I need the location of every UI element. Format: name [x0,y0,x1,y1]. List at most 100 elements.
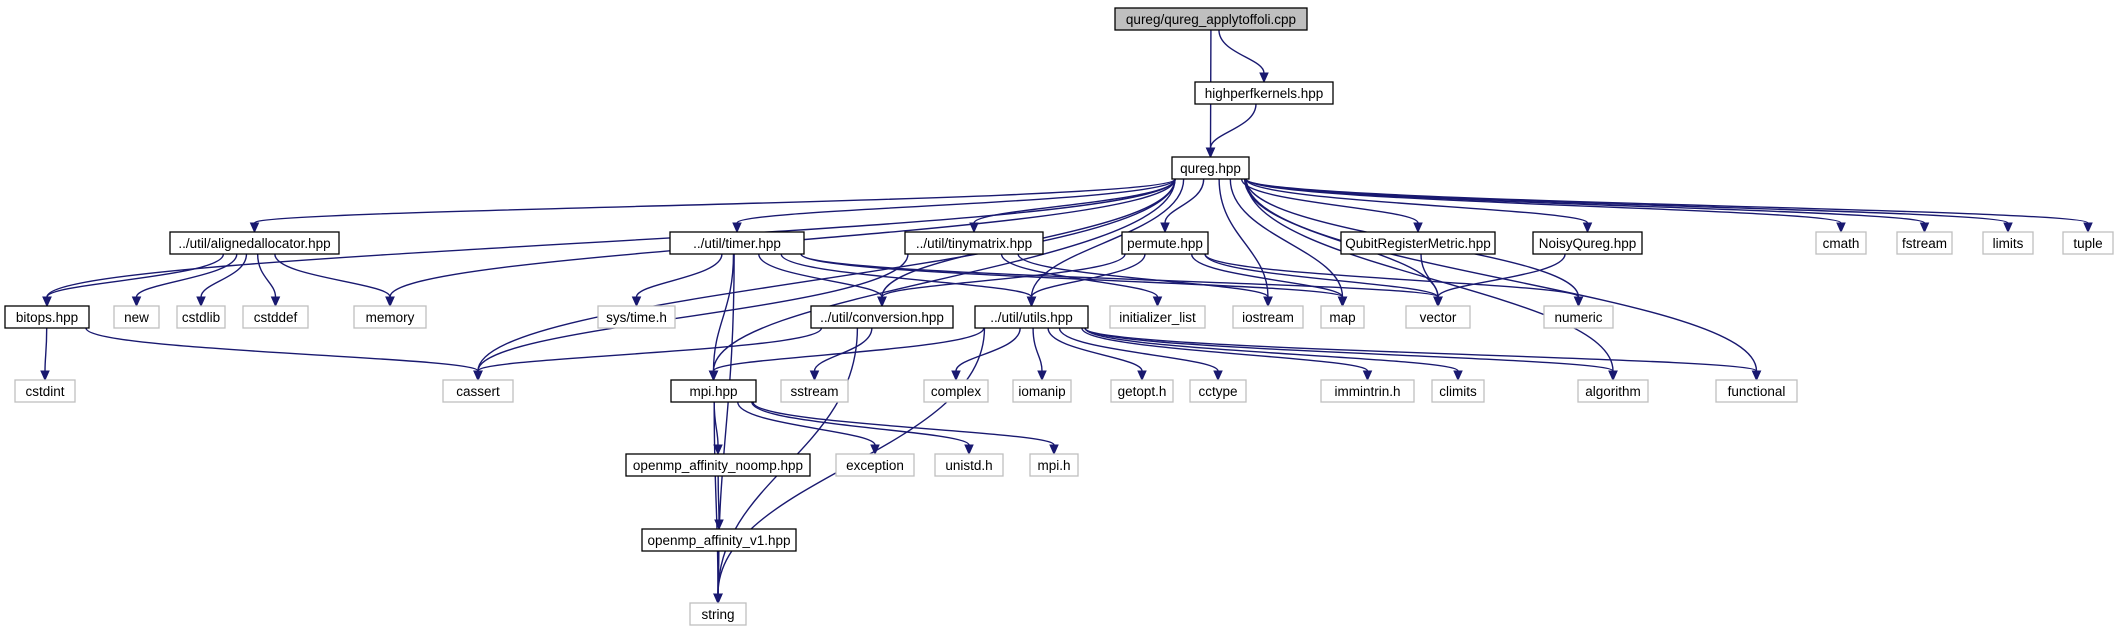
edge-arrowhead [385,296,395,308]
edge-utils-to-algorithm [1084,327,1618,382]
node-box [1194,81,1334,105]
node-box [1121,231,1209,255]
node-label: NoisyQureg.hpp [1539,236,1637,251]
graph-nodes: qureg/qureg_applytoffoli.cpp highperfkern… [4,7,2114,626]
node-label: unistd.h [945,458,992,473]
edge-arrowhead [964,444,974,456]
node-label: string [701,607,734,622]
edge-line [780,253,1033,298]
node-box [1896,231,1953,255]
node-mpih: mpi.h [1029,453,1079,477]
node-cstdlib: cstdlib [176,305,226,329]
edge-bitops-to-cassert [85,327,483,382]
edge-arrowhead [713,593,723,605]
edge-aligned-to-memory [274,253,395,308]
edge-arrowhead [1751,370,1762,382]
node-aligned[interactable]: ../util/alignedallocator.hpp [169,231,340,255]
edge-line [717,550,720,595]
node-tiny[interactable]: ../util/tinymatrix.hpp [904,231,1044,255]
edge-line [1058,327,1219,372]
node-timer[interactable]: ../util/timer.hpp [669,231,805,255]
node-box [1715,379,1798,403]
edge-arrowhead [1919,222,1930,234]
edge-permute-to-conv [877,253,1126,308]
edge-line [751,401,970,446]
edge-arrowhead [1213,370,1223,382]
edge-line [1032,327,1043,372]
node-label: openmp_affinity_v1.hpp [647,533,790,548]
edge-tiny-to-iostream [1017,253,1273,308]
node-label: ../util/utils.hpp [990,310,1073,325]
edge-arrowhead [969,222,979,234]
edge-line [1084,327,1459,372]
node-label: highperfkernels.hpp [1205,86,1324,101]
edge-line [712,253,735,372]
edge-arrowhead [713,444,723,456]
node-label: memory [366,310,415,325]
edge-arrowhead [1160,222,1170,234]
edge-arrowhead [131,296,142,308]
node-box [923,379,989,403]
edge-line [752,401,1055,446]
node-label: ../util/alignedallocator.hpp [178,236,330,251]
edge-arrowhead [1453,370,1463,382]
edge-arrowhead [1259,72,1269,84]
edge-arrowhead [473,370,483,382]
node-label: ../util/conversion.hpp [820,310,944,325]
edge-qureg-to-timer [732,178,1176,234]
node-label: QubitRegisterMetric.hpp [1345,236,1491,251]
node-mpi[interactable]: mpi.hpp [670,379,757,403]
edge-line [712,178,1176,372]
edge-line [737,401,876,446]
node-label: complex [931,384,982,399]
node-algorithm: algorithm [1577,379,1649,403]
node-box [176,305,226,329]
node-utils[interactable]: ../util/utils.hpp [974,305,1089,329]
edge-qureg-to-qrm [1240,178,1423,234]
node-qureg[interactable]: qureg.hpp [1171,156,1250,180]
node-label: initializer_list [1119,310,1196,325]
edge-line [477,178,1176,372]
edge-aligned-to-cstddef [256,253,281,308]
node-getopt: getopt.h [1110,379,1174,403]
edge-line [1084,327,1758,372]
edge-line [1245,178,2009,224]
edge-line [1030,178,1185,298]
edge-line [1245,178,2089,224]
node-cmath: cmath [1815,231,1867,255]
edge-line [712,327,985,372]
node-label: mpi.hpp [689,384,737,399]
edge-utils-to-cctype [1058,327,1223,382]
edge-utils-to-immintrin [1081,327,1373,382]
edge-line [635,253,723,298]
edge-utils-to-climits [1084,327,1463,382]
node-qrm[interactable]: QubitRegisterMetric.hpp [1340,231,1496,255]
edge-line [46,178,1176,298]
node-box [1109,305,1206,329]
node-noisy[interactable]: NoisyQureg.hpp [1532,231,1643,255]
node-conv[interactable]: ../util/conversion.hpp [810,305,954,329]
node-box [1189,379,1247,403]
node-ompv1[interactable]: openmp_affinity_v1.hpp [641,528,797,552]
node-bitops[interactable]: bitops.hpp [4,305,90,329]
edge-arrowhead [1337,296,1348,308]
node-label: ../util/timer.hpp [693,236,781,251]
edge-arrowhead [1573,296,1584,308]
node-box [113,305,160,329]
edge-line [1218,178,1269,298]
node-label: mpi.h [1037,458,1070,473]
edge-arrowhead [1037,370,1047,382]
edge-utils-to-mpi [708,327,985,382]
node-box [1114,7,1308,31]
node-label: cstdint [25,384,64,399]
node-ompnoomp[interactable]: openmp_affinity_noomp.hpp [625,453,811,477]
edge-qureg-to-aligned [249,178,1176,234]
edge-qureg-to-permute [1160,178,1205,234]
node-permute[interactable]: permute.hpp [1121,231,1209,255]
node-root[interactable]: qureg/qureg_applytoffoli.cpp [1114,7,1308,31]
node-hpk[interactable]: highperfkernels.hpp [1194,81,1334,105]
node-label: fstream [1902,236,1947,251]
edge-ompv1-to-string [713,550,723,605]
node-box [810,305,954,329]
edge-line [85,327,479,372]
